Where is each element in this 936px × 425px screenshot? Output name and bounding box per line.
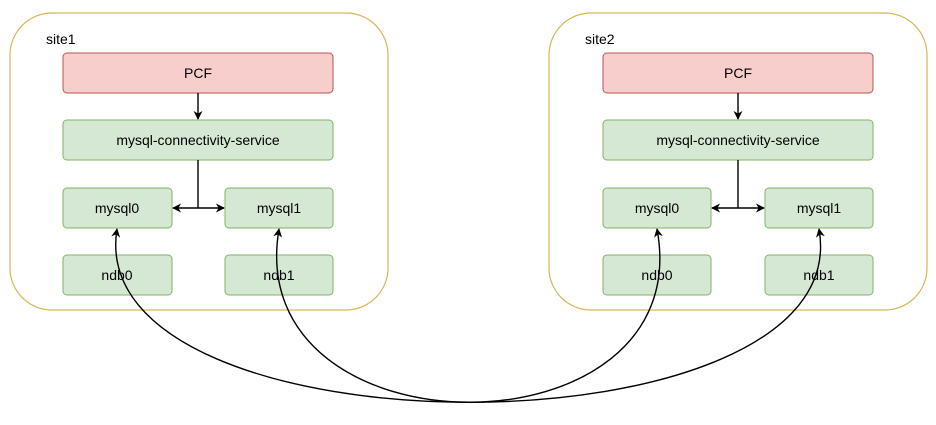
site1-mysql1-label: mysql1 xyxy=(257,200,302,216)
site1-group: site1 PCF mysql-connectivity-service mys… xyxy=(9,12,389,311)
site1-label: site1 xyxy=(46,31,76,47)
site2-label: site2 xyxy=(585,31,615,47)
site2-ndb1-node xyxy=(764,254,874,296)
site1-ndb1-label: ndb1 xyxy=(263,267,294,283)
site2-mysql1-node xyxy=(764,187,874,229)
site2-connectivity-service-label: mysql-connectivity-service xyxy=(656,132,820,148)
site1-connectivity-service-label: mysql-connectivity-service xyxy=(116,132,280,148)
site1-mysql0-node xyxy=(62,187,173,229)
site1-pcf-label: PCF xyxy=(184,65,212,81)
site2-ndb0-label: ndb0 xyxy=(641,267,672,283)
site1-ndb0-label: ndb0 xyxy=(101,267,132,283)
site1-mysql0-label: mysql0 xyxy=(95,200,140,216)
site2-pcf-label: PCF xyxy=(724,65,752,81)
site2-mysql0-node xyxy=(602,187,712,229)
site2-ndb1-label: ndb1 xyxy=(803,267,834,283)
site2-mysql0-label: mysql0 xyxy=(635,200,680,216)
site2-group: site2 PCF mysql-connectivity-service mys… xyxy=(548,12,928,311)
site1-ndb1-node xyxy=(224,254,334,296)
site2-ndb0-node xyxy=(602,254,712,296)
site1-mysql1-node xyxy=(224,187,334,229)
replication-site1-mysql1-to-site2-mysql0-curve xyxy=(273,228,663,403)
site1-ndb0-node xyxy=(62,254,173,296)
site2-mysql1-label: mysql1 xyxy=(797,200,842,216)
